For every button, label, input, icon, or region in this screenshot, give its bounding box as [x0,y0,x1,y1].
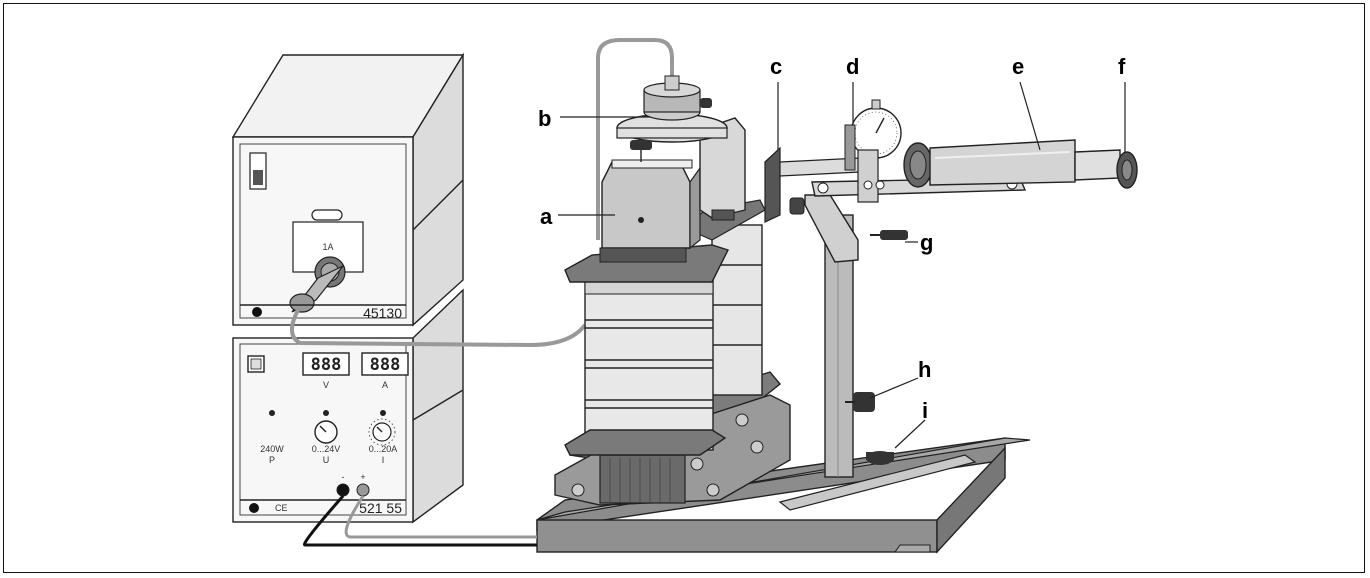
svg-text:+: + [360,472,365,482]
label-i: i [922,398,928,423]
minus-socket-icon [336,483,350,497]
figure-frame [3,3,1365,573]
svg-text:CE: CE [275,503,288,513]
label-b: b [538,106,551,131]
cable-plus [344,495,537,539]
cable-top [596,38,674,240]
logo-icon [252,307,262,317]
fuse-icon [311,209,343,221]
label-a: a [540,204,553,229]
svg-text:A: A [382,380,388,390]
pole-piece [601,161,691,249]
label-g: g [920,230,933,255]
label-h: h [918,357,931,382]
logo-icon-lower [249,503,259,513]
stand [764,99,1138,478]
upper-power-unit: 1A 45130 [231,52,465,327]
label-c: c [770,54,782,79]
cable-minus [302,495,537,547]
telescope-tube [929,139,1076,186]
screw-g-icon [880,230,908,240]
svg-text:U: U [323,455,330,465]
label-d: d [846,54,859,79]
knob-h-icon [853,392,875,412]
current-display [361,352,409,376]
voltage-range: 0...24V [312,444,341,454]
lower-model-number: 521 55 [359,500,402,516]
fuse-label: 1A [322,242,333,252]
part-labels: a b c d e f g h i [538,54,1126,423]
polarizer-plate [764,146,781,223]
upper-model-number: 45130 [363,305,402,321]
svg-text:V: V [323,380,329,390]
current-range: 0...20A [369,444,398,454]
front-coil [584,277,714,451]
leader-lines [558,81,1126,449]
power-indicator-led [269,410,275,416]
voltage-display [302,352,350,376]
svg-text:888: 888 [311,355,342,375]
svg-text:888: 888 [370,355,401,375]
svg-text:I: I [382,455,385,465]
electromagnet [554,75,791,506]
svg-text:-: - [342,472,345,482]
label-e: e [1012,54,1024,79]
lower-power-unit: 888 888 V A 240W P 0...24V U 0...20A I -… [232,288,464,524]
svg-text:P: P [269,455,275,465]
cable-upper [290,309,587,348]
slide-plate [778,454,977,511]
power-rating: 240W [260,444,284,454]
label-f: f [1118,54,1126,79]
plus-socket-icon [356,483,370,497]
